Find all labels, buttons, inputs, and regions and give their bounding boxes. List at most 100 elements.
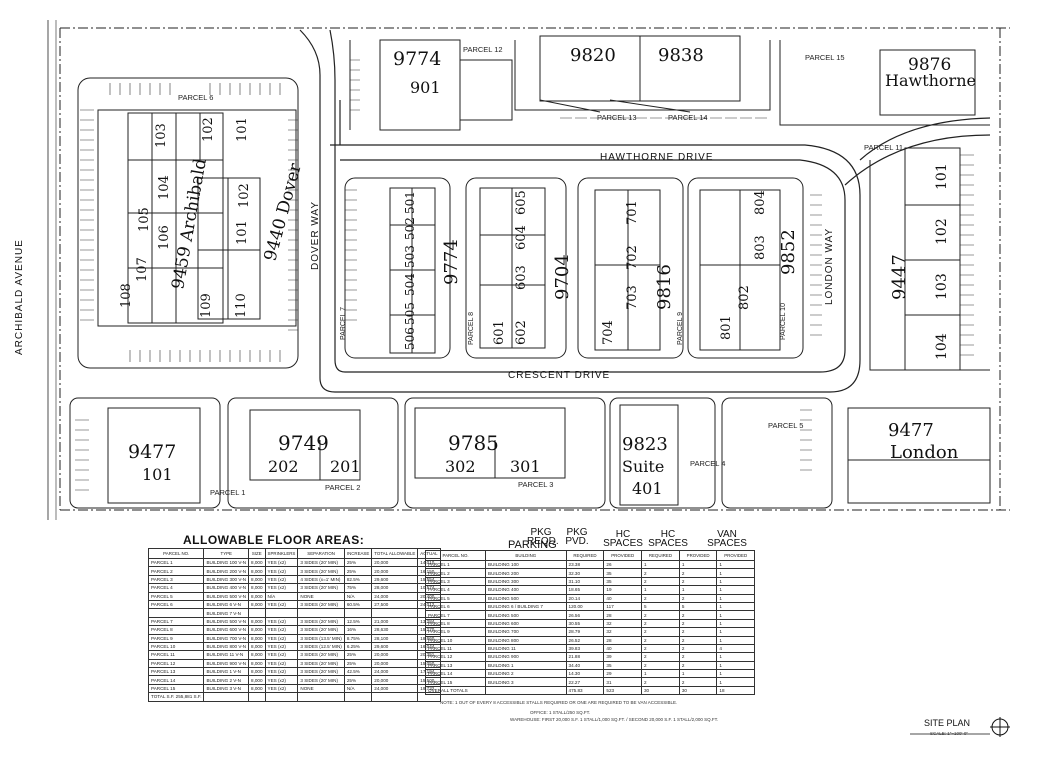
pk-table-cell: 2 xyxy=(678,627,718,637)
parcel-labels: PARCEL 1 PARCEL 2 PARCEL 3 PARCEL 4 PARC… xyxy=(178,45,903,497)
pk-table-cell: 1 xyxy=(716,652,755,662)
fa-table-cell: YES (x2) xyxy=(264,583,299,593)
fa-table-cell: 8,000 xyxy=(248,641,266,652)
fa-table-cell: 20,000 xyxy=(371,650,419,660)
pk-table-cell: 2 xyxy=(678,593,718,603)
fa-table-cell: 3 SIDES (20' MIN) xyxy=(297,650,345,660)
pk-table-cell: 2 xyxy=(640,576,680,587)
parking-head-reqd: PKG REQD. xyxy=(527,527,559,547)
parking-head-van: VAN SPACES xyxy=(707,529,747,549)
pk-table-cell: 32.30 xyxy=(565,568,605,578)
pk-table-cell: BUILDING 300 xyxy=(485,576,567,587)
pk-table-cell: 2 xyxy=(640,652,680,662)
hand-901: 901 xyxy=(410,78,441,97)
fa-table-cell: 8,000 xyxy=(248,650,266,660)
fa-table-cell: 8,000 xyxy=(248,625,266,635)
fa-table-cell: 28,000 xyxy=(371,583,419,593)
pk-table-cell: 4 xyxy=(716,643,755,654)
pk-table-cell: 28 xyxy=(603,635,642,645)
pk-table-cell: BUILDING 400 xyxy=(485,585,567,595)
pk-table-cell: 2 xyxy=(678,635,718,645)
fa-table-cell xyxy=(371,692,419,702)
hand-9774-top: 9774 xyxy=(393,48,441,70)
hand-unit-104: 104 xyxy=(157,175,172,200)
hand-unit-l102: 102 xyxy=(934,218,950,245)
fa-table-cell: 82.5% xyxy=(343,574,373,585)
parcel-label-9: PARCEL 9 xyxy=(677,312,684,345)
hand-unit-603: 603 xyxy=(514,265,529,290)
pk-table-cell: 31 xyxy=(603,677,642,687)
pk-table-cell: 18.65 xyxy=(565,585,605,595)
pk-table-cell: 31.10 xyxy=(565,576,605,587)
fa-table-cell: N/A xyxy=(264,591,299,601)
pk-table-cell: PARCEL 6 xyxy=(424,601,487,612)
parcel-label-3: PARCEL 3 xyxy=(518,480,553,489)
hand-unit-702: 702 xyxy=(625,245,640,270)
pk-header-cell: BUILDING xyxy=(485,550,567,561)
pk-table-cell: 1 xyxy=(716,627,755,637)
parking-head-hc-pvd: HC SPACES xyxy=(648,529,688,549)
fa-table-cell: 4 SIDES (x=1' MIN) xyxy=(297,574,345,585)
pk-table-cell: PARCEL 4 xyxy=(424,585,487,595)
hand-unit-704: 704 xyxy=(601,320,616,345)
hand-unit-501: 501 xyxy=(403,191,417,214)
parking-head: PARKING xyxy=(508,539,557,551)
fa-table-cell: PARCEL 3 xyxy=(147,574,205,585)
fa-table-cell: PARCEL 15 xyxy=(147,683,205,694)
fa-table-cell: BUILDING 100 V-N xyxy=(203,557,250,568)
pk-table-cell: PARCEL 2 xyxy=(424,568,487,578)
hand-9477-101: 9477 xyxy=(128,441,176,463)
fa-header-cell: TOTAL ALLOWABLE xyxy=(371,548,419,559)
pk-table-cell: 1 xyxy=(678,559,718,570)
parking-head-pvd: PKG PVD. xyxy=(565,527,589,547)
pk-table-cell: 2 xyxy=(640,627,680,637)
fa-table-cell: 8,000 xyxy=(248,557,266,568)
hand-unit-102: 102 xyxy=(201,117,216,142)
hand-9447: 9447 xyxy=(889,254,910,300)
fa-table-cell: TOTAL S.F. 255,881 S.F. xyxy=(147,692,205,702)
pk-header-cell: PARCEL NO. xyxy=(424,550,487,561)
pk-table-cell: 35 xyxy=(603,576,642,587)
hand-9774: 9774 xyxy=(441,239,462,285)
pk-table-cell: PARCEL 15 xyxy=(424,677,487,687)
pk-table-cell: 19 xyxy=(603,585,642,595)
pk-table-cell: PARCEL 12 xyxy=(424,652,487,662)
fa-table-cell xyxy=(147,608,205,618)
pk-table-cell: 2 xyxy=(640,660,680,671)
fa-table-cell: 25% xyxy=(343,557,373,568)
hand-unit-803: 803 xyxy=(753,235,768,260)
pk-table-cell: 475.83 xyxy=(565,685,605,696)
site-plan-title: SITE PLAN xyxy=(924,718,971,728)
hand-9816: 9816 xyxy=(654,264,675,310)
fa-table-cell: YES (x2) xyxy=(264,641,299,652)
pk-header-cell: REQUIRED xyxy=(640,550,680,561)
pk-header-cell: PROVIDED xyxy=(716,550,755,561)
fa-table-cell xyxy=(264,608,299,618)
hand-unit-301: 301 xyxy=(510,457,541,476)
hand-unit-l104: 104 xyxy=(934,333,950,360)
fa-table-cell: BUILDING 300 V-N xyxy=(203,574,250,585)
hand-9477-unit: 101 xyxy=(142,465,173,484)
pk-table-cell: 1 xyxy=(678,669,718,679)
fa-table-row: TOTAL S.F. 255,881 S.F. xyxy=(147,692,441,702)
fa-table-cell: BUILDING 3 V-N xyxy=(203,683,250,694)
pk-table-cell: 523 xyxy=(603,685,642,696)
pk-table-cell: 39 xyxy=(603,652,642,662)
fa-table-cell: 3 SIDES (20' MIN) xyxy=(297,599,345,610)
hand-unit-506: 506 xyxy=(403,327,417,350)
parcel-label-2: PARCEL 2 xyxy=(325,483,360,492)
fa-table-cell xyxy=(297,608,345,618)
hand-unit-504: 504 xyxy=(403,273,417,296)
pk-table-cell: 2 xyxy=(678,677,718,687)
hand-unit-l103: 103 xyxy=(934,273,950,300)
